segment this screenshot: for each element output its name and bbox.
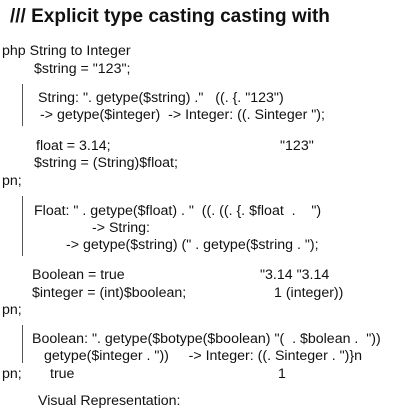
code-line-18: getype($integer . ")) -> Integer: ((. Si… xyxy=(44,348,363,364)
code-line-15: 1 (integer)) xyxy=(274,285,344,301)
code-line-2: $string = "123"; xyxy=(34,61,131,77)
code-line-11: -> getype($string) (" . getype($string .… xyxy=(66,237,319,253)
code-line-19: pn; xyxy=(2,366,22,382)
code-line-5: float = 3.14; xyxy=(36,138,111,154)
code-line-21: 1 xyxy=(278,366,286,382)
code-line-20: true xyxy=(50,366,75,382)
code-line-17: Boolean: ". getype($botype($boolean) "( … xyxy=(32,331,381,347)
code-line-22: Visual Representation: xyxy=(38,393,181,409)
indent-guide-3 xyxy=(22,325,23,363)
code-line-16: pn; xyxy=(2,302,22,318)
code-line-13: "3.14 "3.14 xyxy=(260,267,330,283)
code-line-14: $integer = (int)$boolean; xyxy=(32,285,187,301)
code-line-12: Boolean = true xyxy=(32,267,125,283)
code-line-3: String: ". getype($string) ." ((. {. "12… xyxy=(38,90,284,106)
code-line-7: $string = (String)$float; xyxy=(34,155,178,171)
code-line-1: php String to Integer xyxy=(2,43,131,59)
indent-guide-1 xyxy=(22,84,23,126)
indent-guide-2 xyxy=(22,196,23,256)
code-line-10: -> String: xyxy=(92,220,150,236)
page-title: /// Explicit type casting casting with xyxy=(10,6,330,27)
code-line-6: "123" xyxy=(280,138,314,154)
code-line-4: -> getype($integer) -> Integer: ((. Sint… xyxy=(40,107,325,123)
code-line-9: Float: " . getype($float) . " ((. ((. {.… xyxy=(34,203,322,219)
code-line-8: pn; xyxy=(2,173,22,189)
